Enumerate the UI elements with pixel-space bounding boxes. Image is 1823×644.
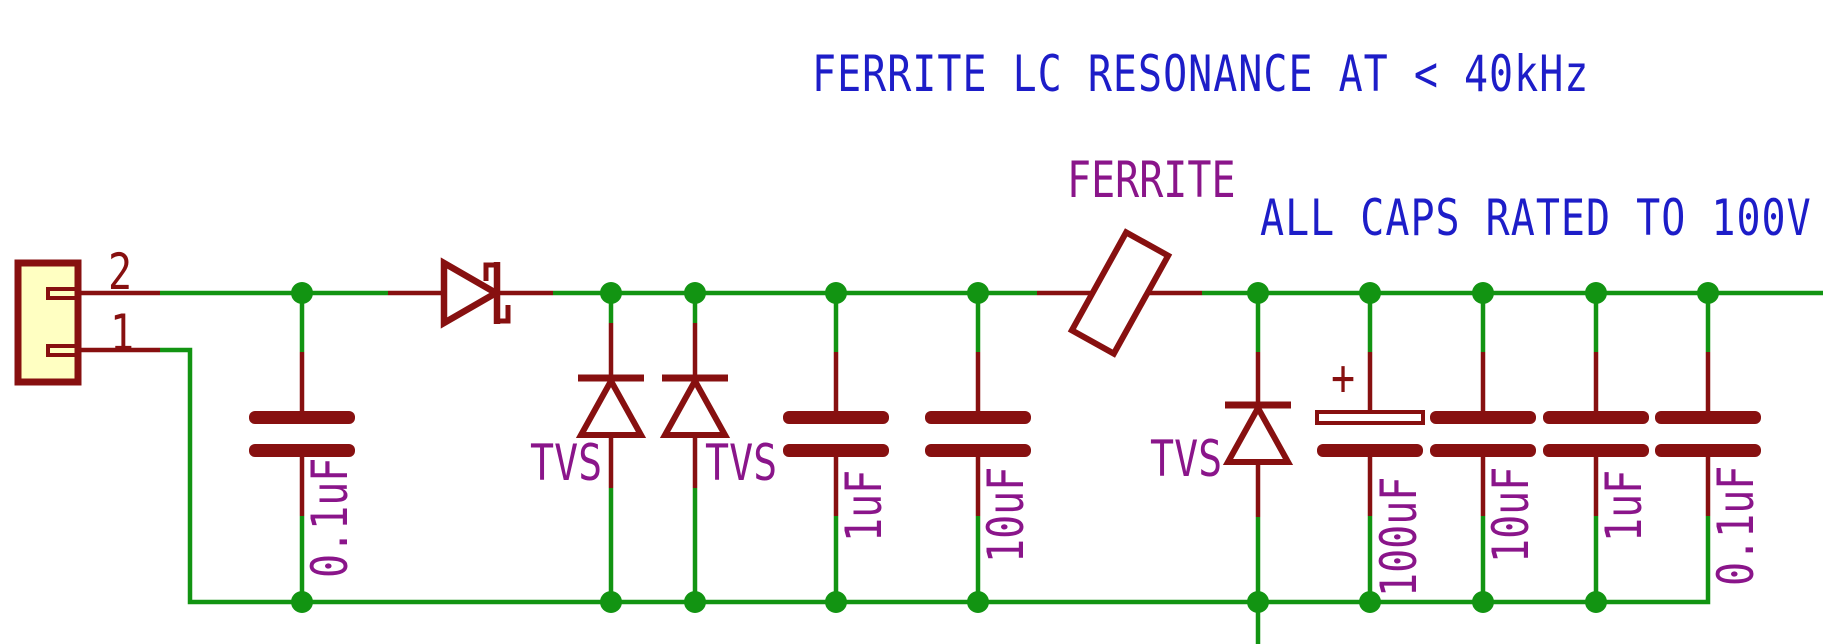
connector-pin-2-notch: [46, 287, 80, 300]
capacitor-c6[interactable]: [1543, 411, 1649, 457]
title-note[interactable]: FERRITE LC RESONANCE AT < 40kHz: [812, 45, 1589, 104]
connector-pin-2-number: 2: [108, 243, 132, 302]
ferrite-body: [1067, 228, 1173, 358]
junction-dot: [1697, 282, 1719, 304]
c4-negative-plate: [1317, 444, 1423, 457]
capacitor-c2[interactable]: [783, 411, 889, 457]
tvs3-label[interactable]: TVS: [1150, 430, 1222, 489]
junction-dot: [291, 591, 313, 613]
junction-dot: [1585, 591, 1607, 613]
c6-top-plate: [1543, 411, 1649, 424]
capacitor-c5[interactable]: [1430, 411, 1536, 457]
c1-value-label[interactable]: 0.1uF: [301, 458, 360, 578]
junction-dot: [825, 591, 847, 613]
junction-dot: [1585, 282, 1607, 304]
c2-top-plate: [783, 411, 889, 424]
wire-ground-net: [160, 347, 1711, 605]
connector-pin-1-notch: [46, 344, 80, 357]
ferrite-bead[interactable]: [1067, 228, 1173, 358]
junction-dot: [291, 282, 313, 304]
junction-dots: [291, 282, 1719, 613]
junction-dot: [600, 282, 622, 304]
c6-value-label[interactable]: 1uF: [1595, 470, 1654, 542]
c3-value-label[interactable]: 10uF: [977, 467, 1036, 563]
c4-positive-plate: [1315, 410, 1425, 425]
tvs-diode-1[interactable]: [575, 374, 647, 438]
c1-top-plate: [249, 411, 355, 424]
junction-dot: [1359, 591, 1381, 613]
junction-dot: [825, 282, 847, 304]
junction-dot: [967, 282, 989, 304]
tvs2-triangle: [659, 374, 731, 438]
c7-top-plate: [1655, 411, 1761, 424]
wire-component-stubs: [299, 293, 1711, 644]
c5-bottom-plate: [1430, 444, 1536, 457]
ferrite-label[interactable]: FERRITE: [1067, 151, 1236, 210]
capacitor-c4-polarized[interactable]: +: [1315, 349, 1425, 457]
component-leads: [78, 290, 1711, 517]
capacitor-c3[interactable]: [925, 411, 1031, 457]
capacitor-c7[interactable]: [1655, 411, 1761, 457]
junction-dot: [1472, 282, 1494, 304]
junction-dot: [1247, 282, 1269, 304]
c5-value-label[interactable]: 10uF: [1482, 467, 1541, 563]
c4-plus-mark: +: [1331, 349, 1355, 408]
c2-value-label[interactable]: 1uF: [835, 470, 894, 542]
connector-body[interactable]: [14, 259, 82, 386]
capacitor-c1[interactable]: [249, 411, 355, 457]
c3-bottom-plate: [925, 444, 1031, 457]
tvs-diode-3[interactable]: [1222, 401, 1294, 465]
schottky-diode[interactable]: [440, 257, 511, 329]
connector-pin-1-number: 1: [110, 304, 134, 363]
junction-dot: [1359, 282, 1381, 304]
diode-schottky-hooks: [483, 262, 511, 324]
c7-value-label[interactable]: 0.1uF: [1707, 466, 1766, 586]
junction-dot: [1247, 591, 1269, 613]
c3-top-plate: [925, 411, 1031, 424]
c7-bottom-plate: [1655, 444, 1761, 457]
tvs1-label[interactable]: TVS: [530, 434, 602, 493]
connector-2pin[interactable]: 2 1: [14, 243, 134, 386]
c5-top-plate: [1430, 411, 1536, 424]
tvs2-label[interactable]: TVS: [705, 434, 777, 493]
tvs1-triangle: [575, 374, 647, 438]
junction-dot: [600, 591, 622, 613]
junction-dot: [967, 591, 989, 613]
tvs3-triangle: [1222, 401, 1294, 465]
caps-rating-note[interactable]: ALL CAPS RATED TO 100V: [1260, 189, 1812, 248]
c1-bottom-plate: [249, 444, 355, 457]
c4-value-label[interactable]: 100uF: [1370, 477, 1429, 597]
diode-anode-triangle: [440, 257, 503, 329]
tvs-diode-2[interactable]: [659, 374, 731, 438]
c2-bottom-plate: [783, 444, 889, 457]
c6-bottom-plate: [1543, 444, 1649, 457]
junction-dot: [684, 591, 706, 613]
junction-dot: [684, 282, 706, 304]
junction-dot: [1472, 591, 1494, 613]
